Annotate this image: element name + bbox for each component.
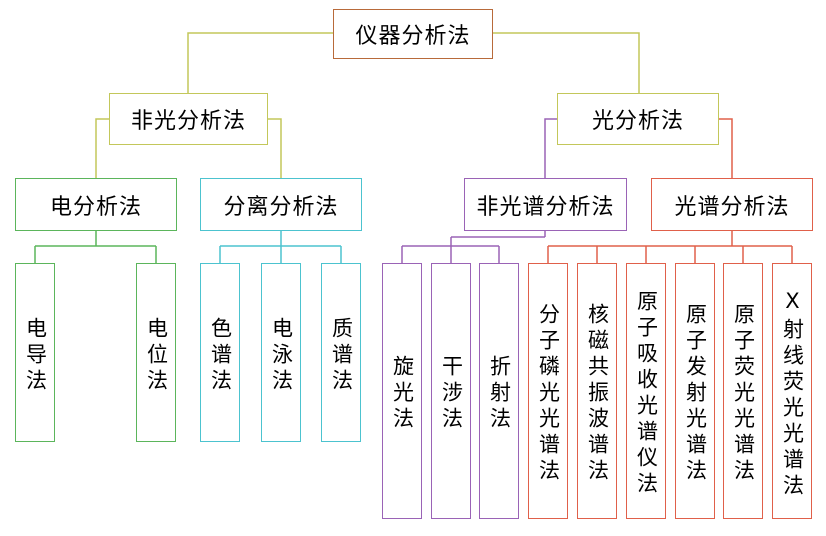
leaf-electro-2: 电位法 [136, 263, 176, 442]
leaf-electro-1: 电导法 [15, 263, 55, 442]
leaf-non-spectral-3: 折射法 [479, 263, 519, 519]
leaf-spectral-6: X射线荧光光谱法 [772, 263, 812, 519]
node-non-spectral: 非光谱分析法 [464, 178, 627, 231]
leaf-spectral-3: 原子吸收光谱仪法 [626, 263, 666, 519]
node-separation: 分离分析法 [200, 178, 362, 231]
connector-nonoptical-separation [268, 118, 282, 178]
connector-root-nonoptical [187, 32, 333, 93]
leaf-separation-1: 色谱法 [200, 263, 240, 442]
leaf-non-spectral-2: 干涉法 [431, 263, 471, 519]
leaf-non-spectral-1: 旋光法 [382, 263, 422, 519]
connector-optical-spectral [719, 118, 733, 178]
leaf-spectral-4: 原子发射光谱法 [675, 263, 715, 519]
leaf-separation-2: 电泳法 [261, 263, 301, 442]
connector-nonoptical-electro [95, 118, 109, 178]
connector-optical-nonspectral [544, 118, 557, 178]
node-electro: 电分析法 [15, 178, 177, 231]
connector-root-optical [493, 32, 640, 93]
node-optical: 光分析法 [557, 93, 719, 145]
root-node: 仪器分析法 [333, 9, 493, 59]
leaf-spectral-1: 分子磷光光谱法 [528, 263, 568, 519]
node-non-optical: 非光分析法 [109, 93, 268, 145]
leaf-separation-3: 质谱法 [321, 263, 361, 442]
leaf-spectral-5: 原子荧光光谱法 [723, 263, 763, 519]
node-spectral: 光谱分析法 [651, 178, 813, 231]
leaf-spectral-2: 核磁共振波谱法 [577, 263, 617, 519]
